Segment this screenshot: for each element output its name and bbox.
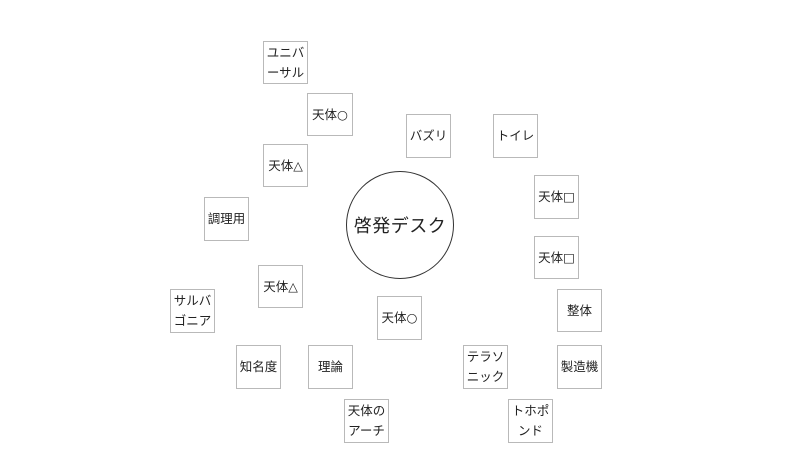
center-node[interactable]: 啓発デスク — [346, 171, 454, 279]
node-label: トホポ ンド — [511, 403, 550, 438]
node-tentai-shikaku-1[interactable]: 天体□ — [534, 175, 579, 219]
node-label: ユニバ ーサル — [266, 44, 305, 80]
node-tentai-maru-lower[interactable]: 天体○ — [377, 296, 422, 340]
node-label: 天体△ — [268, 157, 303, 173]
center-node-label: 啓発デスク — [353, 216, 447, 237]
node-sarubagonia[interactable]: サルバ ゴニア — [170, 289, 215, 333]
node-chimeido[interactable]: 知名度 — [236, 345, 281, 389]
node-tohopond[interactable]: トホポ ンド — [508, 399, 553, 443]
node-label: 天体□ — [538, 249, 575, 265]
node-buzzri[interactable]: バズリ — [406, 114, 451, 158]
node-label: 天体△ — [263, 278, 298, 294]
node-tentai-shikaku-2[interactable]: 天体□ — [534, 236, 579, 279]
node-label: 知名度 — [239, 359, 278, 374]
node-label: 天体○ — [381, 310, 418, 325]
node-riron[interactable]: 理論 — [308, 345, 353, 389]
node-label: バズリ — [409, 128, 448, 143]
node-terasonic[interactable]: テラソ ニック — [463, 345, 508, 389]
node-label: 調理用 — [207, 211, 246, 226]
node-label: 天体の アーチ — [347, 403, 386, 438]
node-toire[interactable]: トイレ — [493, 114, 538, 158]
node-label: 理論 — [317, 359, 343, 374]
node-chouriyou[interactable]: 調理用 — [204, 197, 249, 241]
node-label: サルバ ゴニア — [173, 293, 212, 328]
node-tentai-sankaku-lower[interactable]: 天体△ — [258, 265, 303, 308]
node-label: 整体 — [566, 302, 592, 318]
node-tentai-arch[interactable]: 天体の アーチ — [344, 399, 389, 443]
node-tentai-sankaku-upper[interactable]: 天体△ — [263, 144, 308, 187]
node-label: トイレ — [496, 128, 535, 143]
node-label: 製造機 — [560, 359, 599, 374]
node-seizouki[interactable]: 製造機 — [557, 345, 602, 389]
node-label: 天体□ — [538, 189, 575, 204]
node-tentai-maru-top[interactable]: 天体○ — [307, 93, 353, 136]
node-label: 天体○ — [312, 106, 348, 122]
node-label: テラソ ニック — [466, 349, 505, 384]
node-seitai[interactable]: 整体 — [557, 289, 602, 332]
node-universal[interactable]: ユニバ ーサル — [263, 41, 308, 84]
